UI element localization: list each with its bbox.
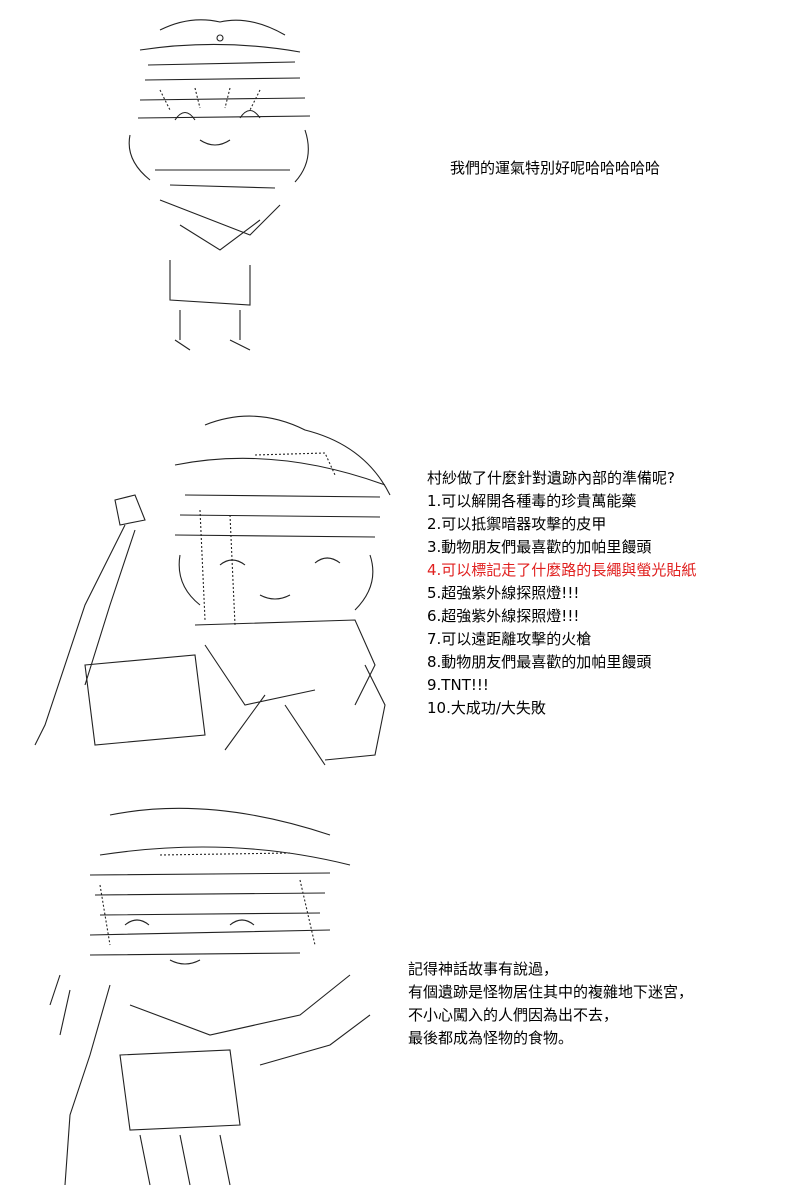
panel-3: 記得神話故事有說過， 有個遺跡是怪物居住其中的複雜地下迷宮， 不小心闖入的人們因… [0,790,800,1195]
dialogue-box-1: 我們的運氣特別好呢哈哈哈哈哈 [450,157,660,180]
dialogue-line: 5.超強紫外線探照燈!!! [427,584,580,602]
dialogue-box-2: 村紗做了什麼針對遺跡內部的準備呢? 1.可以解開各種毒的珍貴萬能藥 2.可以抵禦… [427,467,696,720]
panel-2: 村紗做了什麼針對遺跡內部的準備呢? 1.可以解開各種毒的珍貴萬能藥 2.可以抵禦… [0,395,800,780]
dialogue-line: 6.超強紫外線探照燈!!! [427,607,580,625]
dialogue-line: 有個遺跡是怪物居住其中的複雜地下迷宮， [408,983,694,1001]
dialogue-box-3: 記得神話故事有說過， 有個遺跡是怪物居住其中的複雜地下迷宮， 不小心闖入的人們因… [408,958,693,1050]
dialogue-line: 2.可以抵禦暗器攻擊的皮甲 [427,515,607,533]
dialogue-line: 3.動物朋友們最喜歡的加帕里饅頭 [427,538,652,556]
girl-with-hat-pointing-ascii-art-icon [25,405,400,770]
dialogue-line: 記得神話故事有說過， [408,960,559,978]
dialogue-line: 1.可以解開各種毒的珍貴萬能藥 [427,492,637,510]
dialogue-line: 10.大成功/大失敗 [427,699,546,717]
dialogue-line-highlighted: 4.可以標記走了什麼路的長繩與螢光貼紙 [427,561,697,579]
dialogue-line: 不小心闖入的人們因為出不去， [408,1006,619,1024]
girl-in-hat-ascii-art-icon [100,10,340,355]
dialogue-line: 最後都成為怪物的食物。 [408,1029,574,1047]
dialogue-line: 我們的運氣特別好呢哈哈哈哈哈 [450,159,661,177]
panel-1: 我們的運氣特別好呢哈哈哈哈哈 [0,0,800,380]
dialogue-line: 7.可以遠距離攻擊的火槍 [427,630,592,648]
dialogue-line: 9.TNT!!! [427,676,489,694]
girl-in-cap-ascii-art-icon [30,795,375,1190]
dialogue-line: 8.動物朋友們最喜歡的加帕里饅頭 [427,653,652,671]
dialogue-line: 村紗做了什麼針對遺跡內部的準備呢? [427,469,675,487]
